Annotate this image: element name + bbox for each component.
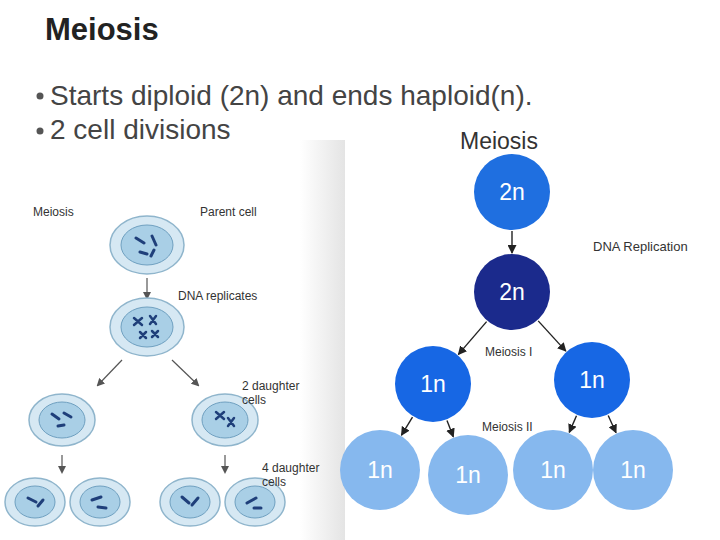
ploidy-label: 1n (540, 457, 566, 484)
cell-circle: 1n (513, 430, 593, 510)
nucleus (80, 486, 120, 518)
ploidy-label: 2n (499, 279, 525, 306)
stage-label: 2 daughter cells (242, 380, 312, 408)
daughter-cell (29, 394, 95, 446)
cell-membrane (110, 216, 184, 274)
chromosome (28, 498, 43, 506)
cell-circle: 2n (474, 154, 550, 230)
slide-title: Meiosis (45, 12, 159, 48)
nucleus (121, 307, 173, 347)
illustration-arrow (61, 455, 62, 472)
ploidy-label: 1n (579, 367, 605, 394)
diagram-heading: Meiosis (460, 128, 538, 154)
chromosome (52, 413, 71, 426)
ploidy-label: 2n (499, 179, 525, 206)
chromosome (247, 498, 261, 508)
phase-label: Meiosis I (485, 346, 532, 360)
cell-circle: 1n (428, 435, 508, 515)
ploidy-label: 1n (367, 457, 393, 484)
cell-membrane (70, 478, 130, 526)
illustration-arrow (146, 278, 147, 298)
arrow-connector (608, 416, 616, 433)
daughter-cell (70, 478, 130, 526)
chromosome (136, 236, 156, 256)
cell-membrane (160, 478, 220, 526)
nucleus (235, 486, 275, 518)
bullet-text: Starts diploid (2n) and ends haploid(n). (50, 80, 533, 112)
illustration-arrow (98, 360, 122, 385)
arrow-connector (458, 322, 486, 355)
stage-label: DNA replicates (178, 290, 257, 304)
illustration-arrow (224, 455, 225, 472)
nucleus (121, 225, 173, 265)
daughter-cell (160, 478, 220, 526)
arrow-connector (569, 416, 576, 433)
cell-membrane (29, 394, 95, 446)
arrow-connector (538, 321, 566, 351)
nucleus (170, 486, 210, 518)
cell-circle: 1n (395, 346, 471, 422)
cell-circle: 1n (593, 430, 673, 510)
daughter-cell (5, 478, 65, 526)
cell-membrane (110, 298, 184, 356)
bullet-dot (37, 93, 44, 100)
phase-label: Meiosis II (482, 421, 533, 435)
bullet-dot (37, 128, 44, 135)
bullet-text: 2 cell divisions (50, 114, 231, 146)
stage-label: 4 daughter cells (262, 462, 332, 490)
cell-circle: 2n (474, 254, 550, 330)
chromosome (134, 316, 158, 338)
cell-membrane (5, 478, 65, 526)
panel-shade (300, 140, 345, 540)
parent-cell (110, 216, 184, 274)
arrow-connector (447, 420, 453, 436)
ploidy-label: 1n (455, 462, 481, 489)
chromosome (216, 412, 234, 426)
ploidy-label: 1n (420, 371, 446, 398)
arrow-connector (511, 231, 512, 253)
nucleus (39, 402, 85, 438)
arrow-connector (402, 417, 413, 435)
cell-circle: 1n (340, 430, 420, 510)
illustration-arrow (172, 360, 198, 385)
nucleus (15, 486, 55, 518)
nucleus (202, 402, 248, 438)
illustration-title: Meiosis (33, 206, 74, 220)
replicated-cell (110, 298, 184, 356)
chromosome (92, 497, 106, 508)
chromosome (182, 497, 198, 505)
stage-label: Parent cell (200, 206, 257, 220)
ploidy-label: 1n (620, 457, 646, 484)
cell-circle: 1n (554, 342, 630, 418)
edge-label: DNA Replication (593, 240, 688, 255)
